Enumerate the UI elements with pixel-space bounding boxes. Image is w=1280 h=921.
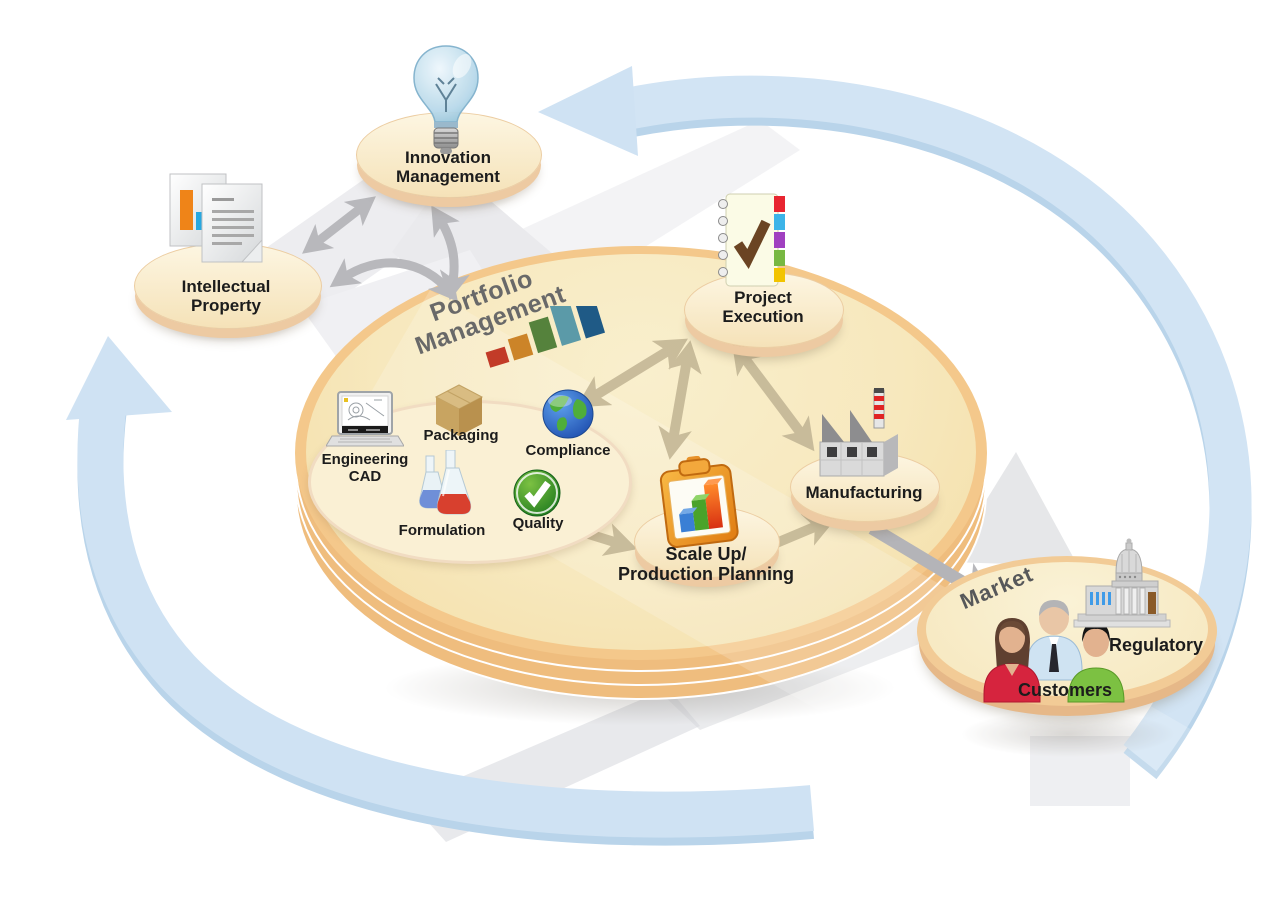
scaleup-line2: Production Planning	[618, 564, 794, 585]
manufacturing-text: Manufacturing	[805, 483, 923, 502]
people-icon	[962, 594, 1142, 706]
engineering-line1: Engineering	[321, 451, 409, 468]
lightbulb-icon	[404, 42, 488, 156]
label-engineering-cad[interactable]: Engineering CAD	[318, 451, 412, 486]
check-badge-icon	[512, 468, 562, 518]
cycle-arrowhead-top	[538, 66, 638, 156]
project-line1: Project	[734, 288, 792, 307]
scaleup-line1: Scale Up/	[665, 544, 747, 564]
checklist-notebook-icon	[712, 192, 792, 288]
customers-text: Customers	[1017, 680, 1113, 700]
label-packaging[interactable]: Packaging	[413, 427, 509, 445]
label-customers[interactable]: Customers	[998, 680, 1132, 700]
innovation-line2: Management	[396, 167, 500, 187]
label-compliance[interactable]: Compliance	[518, 442, 618, 460]
clipboard-chart-icon	[650, 455, 748, 552]
compliance-text: Compliance	[525, 442, 611, 459]
engineering-line2: CAD	[348, 467, 382, 485]
label-manufacturing[interactable]: Manufacturing	[790, 483, 938, 502]
regulatory-text: Regulatory	[1108, 635, 1204, 655]
cycle-arrowhead-left	[66, 336, 172, 420]
project-line2: Execution	[722, 307, 804, 327]
factory-icon	[808, 384, 908, 486]
ip-line2: Property	[191, 296, 261, 316]
innovation-line1: Innovation	[405, 148, 491, 167]
label-formulation[interactable]: Formulation	[392, 522, 492, 540]
capitol-icon	[1072, 534, 1172, 630]
label-project-execution[interactable]: Project Execution	[697, 288, 829, 326]
label-regulatory[interactable]: Regulatory	[1096, 635, 1216, 655]
globe-icon	[540, 388, 596, 442]
ip-line1: Intellectual	[181, 277, 271, 296]
quality-text: Quality	[512, 515, 564, 532]
laptop-cad-icon	[325, 390, 405, 454]
arrow-ip-innovation	[302, 196, 376, 254]
documents-icon	[162, 168, 270, 270]
label-innovation-management[interactable]: Innovation Management	[362, 148, 534, 186]
formulation-text: Formulation	[398, 522, 486, 539]
label-quality[interactable]: Quality	[498, 515, 578, 533]
label-intellectual-property[interactable]: Intellectual Property	[144, 277, 308, 315]
label-scale-up[interactable]: Scale Up/ Production Planning	[594, 544, 818, 585]
shadow-market-disc	[920, 702, 1216, 766]
arrow-innovation-hub	[431, 205, 470, 301]
packaging-text: Packaging	[423, 427, 499, 444]
shipping-box-icon	[428, 380, 490, 440]
flasks-icon	[412, 449, 474, 522]
